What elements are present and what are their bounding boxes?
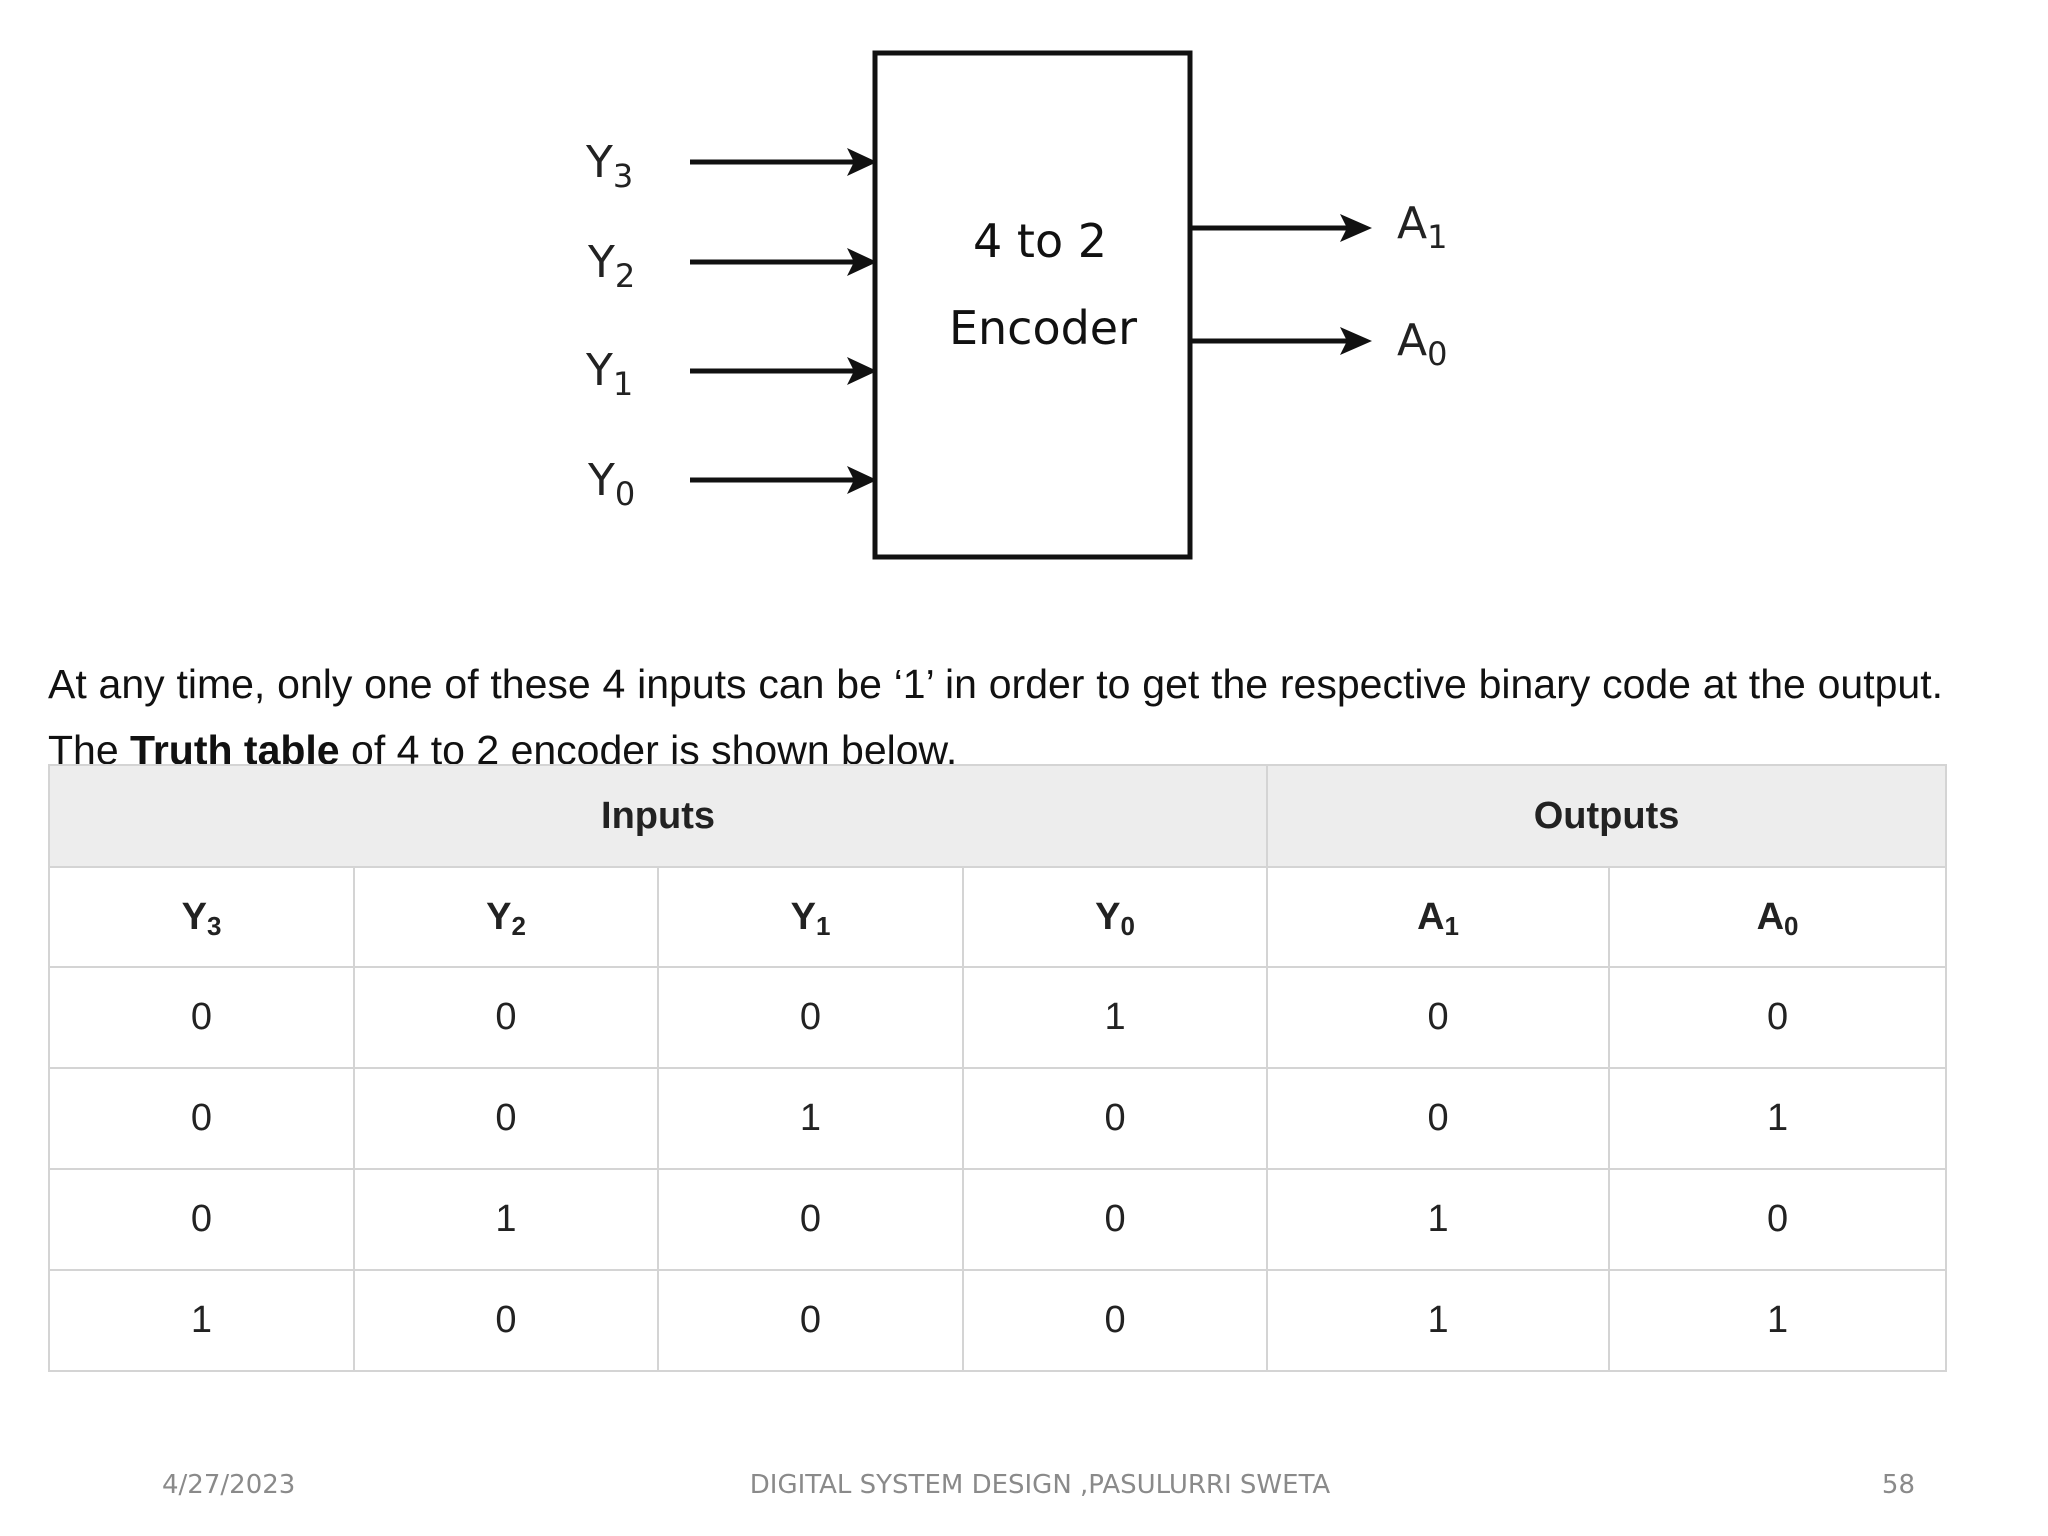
output-arrowheads [1340,214,1372,355]
input-label-y0: Y0 [587,455,635,513]
input-arrowheads [847,148,877,494]
table-row: 1 0 0 0 1 1 [48,1269,1948,1372]
footer-date: 4/27/2023 [162,1470,296,1500]
outputs-group-header: Outputs [1266,764,1948,868]
footer-title: DIGITAL SYSTEM DESIGN ,PASULURRI SWETA [749,1470,1331,1500]
arrowhead-y3 [847,148,877,176]
input-label-y2: Y2 [587,237,635,295]
table-cell: 0 [657,1168,964,1271]
table-row: 0 1 0 0 1 0 [48,1168,1948,1271]
table-group-header-row: Inputs Outputs [47,764,1948,868]
column-header-y1: Y1 [657,866,964,968]
arrowhead-a1 [1340,214,1372,242]
table-cell: 0 [961,1269,1269,1372]
column-header-a0: A0 [1608,866,1948,968]
output-label-a0: A0 [1397,315,1447,373]
column-header-y2: Y2 [353,866,659,968]
table-cell: 0 [48,966,355,1069]
column-header-y0: Y0 [961,866,1269,968]
table-cell: 0 [353,1269,659,1372]
input-label-y1: Y1 [585,345,633,403]
arrowhead-y2 [847,248,877,276]
table-cell: 0 [353,1067,659,1170]
table-cell: 1 [961,966,1269,1069]
table-cell: 0 [1266,966,1611,1069]
arrowhead-y1 [847,357,877,385]
table-cell: 0 [1608,1168,1948,1271]
table-column-header-row: Y3 Y2 Y1 Y0 A1 A0 [48,866,1948,968]
encoder-box-label-line2: Encoder [949,301,1137,355]
encoder-box-label-line1: 4 to 2 [973,214,1107,268]
input-arrows [690,159,870,483]
output-label-a1: A1 [1397,198,1447,256]
table-row: 0 0 0 1 0 0 [48,966,1948,1069]
input-label-y3: Y3 [585,137,633,195]
table-cell: 1 [48,1269,355,1372]
table-cell: 0 [353,966,659,1069]
encoder-block-diagram: 4 to 2 Encoder Y3 Y2 Y1 Y0 A1 A0 [585,50,1447,560]
table-cell: 0 [657,966,964,1069]
table-cell: 0 [961,1067,1269,1170]
table-row: 0 0 1 0 0 1 [48,1067,1948,1170]
truth-table: Inputs Outputs Y3 Y2 Y1 Y0 A1 A0 0 0 0 1… [47,764,1948,1372]
encoder-box [872,50,1193,560]
table-cell: 1 [657,1067,964,1170]
inputs-group-header: Inputs [47,764,1269,868]
table-cell: 1 [1266,1168,1611,1271]
output-arrows [1190,225,1350,344]
table-cell: 1 [1266,1269,1611,1372]
table-cell: 1 [1608,1067,1948,1170]
table-cell: 0 [1608,966,1948,1069]
table-cell: 1 [353,1168,659,1271]
table-cell: 0 [48,1067,355,1170]
table-cell: 0 [48,1168,355,1271]
column-header-y3: Y3 [48,866,355,968]
arrowhead-y0 [847,466,877,494]
page-number: 58 [1881,1470,1915,1500]
table-cell: 1 [1608,1269,1948,1372]
table-cell: 0 [657,1269,964,1372]
arrowhead-a0 [1340,327,1372,355]
column-header-a1: A1 [1266,866,1611,968]
description-text-start: At any time, only one of these 4 inputs … [48,661,1943,773]
table-cell: 0 [1266,1067,1611,1170]
table-cell: 0 [961,1168,1269,1271]
